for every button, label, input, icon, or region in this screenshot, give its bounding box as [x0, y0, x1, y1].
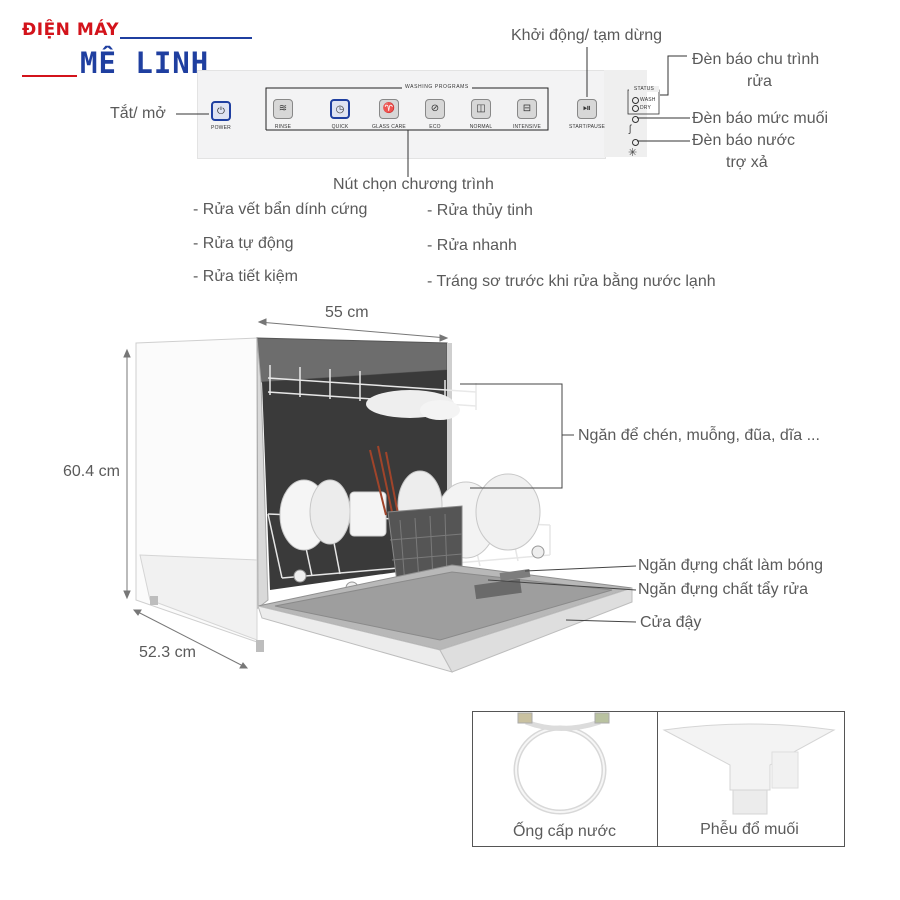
start-pause-button-label: START/PAUSE — [568, 124, 606, 130]
cycle-light-callout-1: Đèn báo chu trình — [692, 51, 820, 68]
salt-light-callout: Đèn báo mức muối — [692, 110, 829, 127]
program-item: - Rửa vết bẩn dính cứng — [193, 201, 368, 218]
intensive-button[interactable]: ⊟ — [517, 99, 537, 119]
power-button-label: POWER — [211, 125, 231, 131]
logo-line2: MÊ LINH — [80, 46, 210, 80]
glass-care-button[interactable]: ♈ — [379, 99, 399, 119]
salt-funnel-icon — [662, 723, 836, 815]
accessory-hose-box — [472, 711, 659, 847]
quick-button-label: QUICK — [331, 124, 349, 130]
power-icon: ⏻ — [217, 106, 225, 117]
status-panel — [604, 70, 647, 157]
rinse-aid-symbol-icon: ✳ — [628, 147, 638, 159]
start-pause-button[interactable]: ⏯ — [577, 99, 597, 119]
dry-status-label: DRY — [640, 105, 652, 111]
rinse-button-label: RINSE — [274, 124, 292, 130]
quick-button[interactable]: ◷ — [330, 99, 350, 119]
door-label: Cửa đậy — [640, 614, 702, 631]
quick-icon: ◷ — [335, 104, 345, 115]
rinse-button[interactable]: ≋ — [273, 99, 293, 119]
power-button[interactable]: ⏻ — [211, 101, 231, 121]
control-panel — [197, 70, 606, 159]
detergent-compartment-label: Ngăn đựng chất tẩy rửa — [638, 581, 808, 598]
rinse-aid-callout-2: trợ xả — [726, 154, 768, 171]
washing-programs-title: WASHING PROGRAMS — [402, 84, 472, 90]
program-item: - Tráng sơ trước khi rửa bằng nước lạnh — [427, 273, 716, 290]
dry-led-icon — [632, 105, 639, 112]
program-item: - Rửa thủy tinh — [427, 202, 533, 219]
status-title: STATUS — [629, 86, 659, 92]
rinse-aid-callout-1: Đèn báo nước — [692, 132, 796, 149]
salt-led-icon — [632, 116, 639, 123]
accessory-hose-caption: Ống cấp nước — [512, 823, 617, 840]
logo-rule-bottom — [22, 75, 77, 77]
intensive-icon: ⊟ — [522, 103, 532, 114]
logo-line1: ĐIỆN MÁY — [22, 20, 120, 40]
normal-button-label: NORMAL — [469, 124, 493, 130]
racks-label: Ngăn để chén, muỗng, đũa, dĩa ... — [578, 427, 820, 444]
water-hose-icon — [513, 712, 610, 815]
dimension-arrows — [123, 318, 449, 669]
program-item: - Rửa tiết kiệm — [193, 268, 298, 285]
program-selector-callout: Nút chọn chương trình — [333, 176, 494, 193]
salt-symbol-icon: ʃ — [629, 124, 632, 135]
start-pause-icon: ⏯ — [583, 103, 591, 114]
width-dimension-label: 55 cm — [325, 304, 369, 321]
eco-icon: ⊘ — [430, 103, 440, 114]
rinse-aid-led-icon — [632, 139, 639, 146]
glass-care-button-label: GLASS CARE — [372, 124, 406, 130]
rinse-icon: ≋ — [278, 103, 288, 114]
logo-rule-top — [120, 37, 252, 39]
glass-icon: ♈ — [382, 103, 396, 114]
normal-icon: ◫ — [476, 103, 486, 114]
power-callout: Tắt/ mở — [110, 105, 166, 122]
eco-button-label: ECO — [429, 124, 441, 130]
eco-button[interactable]: ⊘ — [425, 99, 445, 119]
start-pause-callout: Khởi động/ tạm dừng — [511, 27, 663, 44]
program-item: - Rửa nhanh — [427, 237, 517, 254]
program-item: - Rửa tự động — [193, 235, 294, 252]
intensive-button-label: INTENSIVE — [512, 124, 542, 130]
wash-led-icon — [632, 97, 639, 104]
normal-button[interactable]: ◫ — [471, 99, 491, 119]
rinse-aid-compartment-label: Ngăn đựng chất làm bóng — [638, 557, 824, 574]
depth-dimension-label: 52.3 cm — [139, 644, 196, 661]
cycle-light-callout-2: rửa — [747, 73, 772, 90]
height-dimension-label: 60.4 cm — [63, 463, 120, 480]
wash-status-label: WASH — [640, 97, 656, 103]
accessory-funnel-caption: Phễu đổ muối — [700, 821, 799, 838]
